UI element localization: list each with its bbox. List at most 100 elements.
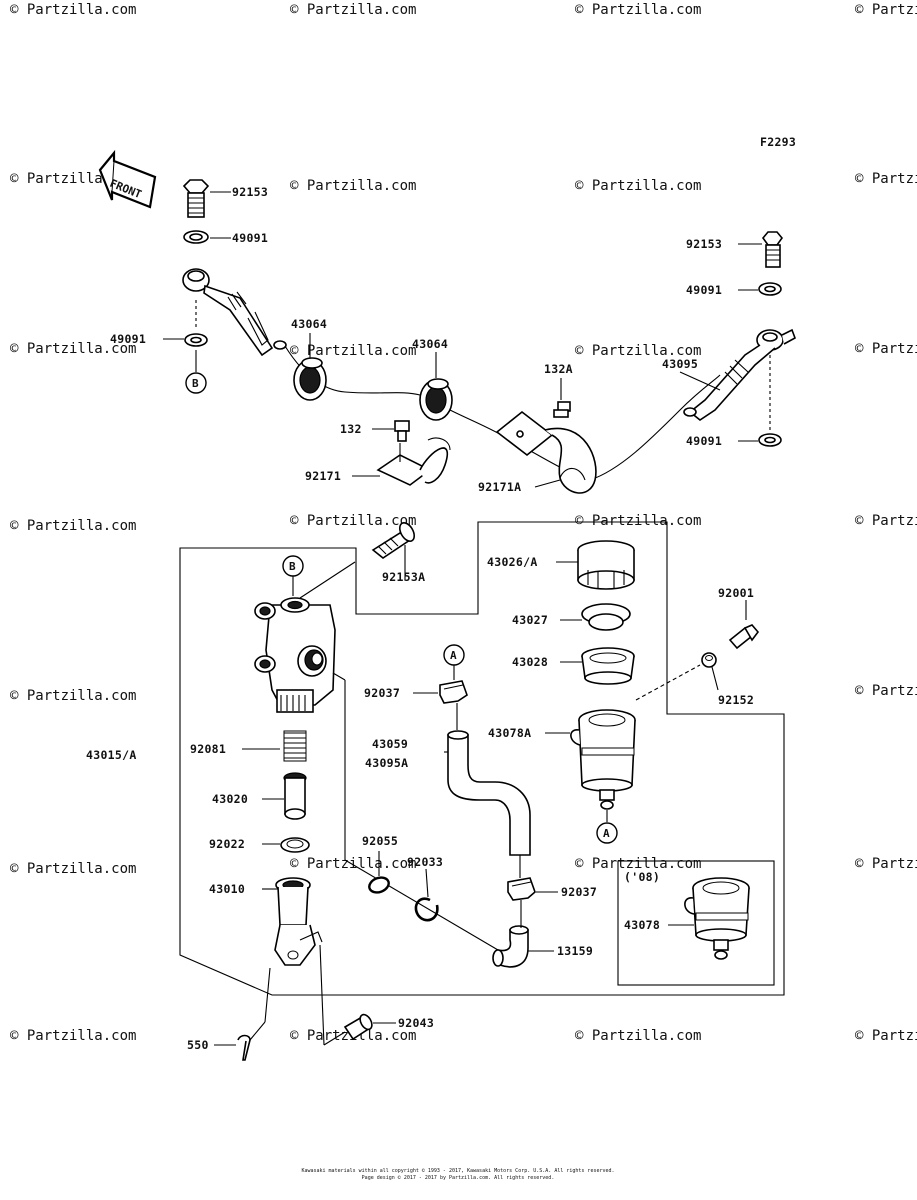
watermark: © Partzilla.com [290,2,416,18]
grommet-43064-a [293,333,327,401]
part-label-92022: 92022 [209,837,245,851]
part-label-43010: 43010 [209,882,245,896]
part-label-49091: 49091 [232,231,268,245]
diaphragm-plate-43027 [560,603,631,631]
callout-label: B [289,560,296,573]
part-label-43015A: 43015/A [86,748,137,762]
part-label-92171A: 92171A [478,480,521,494]
hose-43059 [444,730,531,878]
watermarks: © Partzilla.com © Partzilla.com © Partzi… [10,2,917,1044]
spring-92081 [242,730,307,762]
watermark: © Partzi [855,513,917,529]
part-label-43027: 43027 [512,613,548,627]
watermark: © Partzi [855,341,917,357]
footer-design: Page design © 2017 - 2017 by Partzilla.c… [362,1175,555,1181]
part-label-92152: 92152 [718,693,754,707]
part-label-92153: 92153 [686,237,722,251]
grommet-43064-b [419,352,453,421]
watermark: © Partzilla.com [290,178,416,194]
part-label-43020: 43020 [212,792,248,806]
reservoir-43078A [545,709,636,822]
snap-ring-92022 [262,837,310,853]
part-label-92001: 92001 [718,586,754,600]
cotter-pin-550 [214,1034,251,1061]
master-cylinder [254,522,499,951]
watermark: © Partzi [855,683,917,699]
part-label-92037: 92037 [561,885,597,899]
clamp-92171 [352,420,451,486]
watermark: © Partzilla.com [10,861,136,877]
footer-copyright: Kawasaki materials within all copyright … [301,1168,614,1174]
watermark: © Partzi [855,171,917,187]
bolt-92001 [728,600,760,650]
pin-92043 [343,1013,396,1041]
part-label-132A: 132A [544,362,573,376]
diaphragm-43028 [560,647,635,685]
part-label-49091: 49091 [686,283,722,297]
watermark: © Partzilla.com [575,2,701,18]
watermark: © Partzilla.com [10,2,136,18]
part-label-43028: 43028 [512,655,548,669]
part-label-43026A: 43026/A [487,555,538,569]
part-label-92081: 92081 [190,742,226,756]
watermark: © Partzi [855,2,917,18]
part-label-43078A: 43078A [488,726,531,740]
watermark: © Partzilla.com [10,1028,136,1044]
watermark: © Partzi [855,1028,917,1044]
footer: Kawasaki materials within all copyright … [301,1168,614,1181]
front-arrow: FRONT [98,149,157,209]
part-label-43078: 43078 [624,918,660,932]
part-label-92153A: 92153A [382,570,425,584]
piston-43020 [262,772,307,820]
part-label-92033: 92033 [407,855,443,869]
part-label-132: 132 [340,422,362,436]
watermark: © Partzilla.com [290,513,416,529]
part-label-92037: 92037 [364,686,400,700]
watermark: © Partzilla.com [290,343,416,359]
watermark: © Partzilla.com [575,856,701,872]
part-label-43095: 43095 [662,357,698,371]
watermark: © Partzilla.com [575,178,701,194]
callout-A-reservoir: A [596,822,618,844]
watermark: © Partzilla.com [10,688,136,704]
watermark: © Partzilla.com [10,341,136,357]
watermark: © Partzi [855,856,917,872]
part-label-43064: 43064 [412,337,448,351]
callout-label: A [603,827,610,840]
watermark: © Partzilla.com [575,343,701,359]
part-label-92055: 92055 [362,834,398,848]
part-label-43064: 43064 [291,317,327,331]
watermark: © Partzilla.com [10,518,136,534]
collar-92152 [635,652,719,701]
figure-id: F2293 [760,135,796,149]
part-label-550: 550 [187,1038,209,1052]
part-label-43059: 43059 [372,737,408,751]
circlip-92033 [414,868,439,922]
part-label-92153: 92153 [232,185,268,199]
callout-A-hose: A [443,644,465,666]
callout-label: A [450,649,457,662]
watermark: © Partzilla.com [290,856,416,872]
push-rod-43010 [249,877,346,1046]
part-label-13159: 13159 [557,944,593,958]
part-label-92171: 92171 [305,469,341,483]
fitting-13159 [492,925,554,968]
callout-B-upper: B [185,372,207,394]
clamp-92171A [495,378,597,494]
clamp-92037-lower [507,877,558,928]
part-labels: 92153 49091 49091 43064 43064 132A 132 9… [86,185,754,1052]
watermark: © Partzilla.com [575,1028,701,1044]
callout-B-lower: B [282,555,304,596]
inset-2008: ('08) [617,860,775,986]
callout-label: B [192,377,199,390]
part-label-49091: 49091 [686,434,722,448]
year-note: ('08) [624,870,660,884]
upper-left-banjo [163,179,287,372]
reservoir-cap-43026A [556,540,635,590]
part-label-49091: 49091 [110,332,146,346]
clamp-92037-upper [413,665,468,730]
part-label-92043: 92043 [398,1016,434,1030]
part-label-43095A: 43095A [365,756,408,770]
watermark: © Partzilla.com [575,513,701,529]
